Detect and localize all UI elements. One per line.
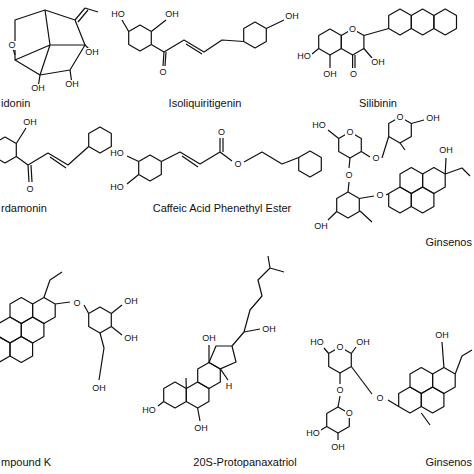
compound-name: Ginsenos <box>425 237 473 248</box>
atom-label: OH <box>22 118 38 127</box>
atom-label: O <box>217 128 226 137</box>
atom-label: OH <box>370 58 386 67</box>
atom-label: O <box>72 299 81 308</box>
atom-label: O <box>345 128 354 137</box>
atom-label: HO <box>311 121 327 130</box>
atom-label: OH <box>201 334 217 343</box>
atom-label: O <box>375 394 384 403</box>
atom-label: OH <box>123 297 139 306</box>
atom-label: OH <box>30 84 46 93</box>
compound-name: 20S-Protopanaxatriol <box>192 457 297 468</box>
atom-label: O <box>335 386 344 395</box>
atom-label: HO <box>296 52 312 61</box>
atom-label: OH <box>434 331 450 340</box>
atom-label: O <box>348 25 357 34</box>
atom-label: HO <box>110 10 126 19</box>
atom-label: O <box>158 68 167 77</box>
atom-label: O <box>375 191 384 200</box>
atom-label: OH <box>91 384 107 393</box>
atom-label: OH <box>261 325 277 334</box>
atom-label: HO <box>305 429 321 438</box>
atom-label: O <box>395 113 404 122</box>
atom-label: HO <box>109 149 125 158</box>
compound-name: Silibinin <box>358 98 398 109</box>
atom-label: OH <box>284 12 300 21</box>
compound-name: Isoliquiritigenin <box>168 98 243 109</box>
atom-label: OH <box>425 114 441 123</box>
atom-label: OH <box>313 222 329 231</box>
compound-name: Ginsenos <box>425 457 473 468</box>
atom-label: O <box>25 185 34 194</box>
atom-label: OH <box>193 424 209 433</box>
atom-label: O <box>349 70 358 79</box>
atom-label: O <box>371 154 380 163</box>
atom-label: H <box>225 382 234 391</box>
atom-label: OH <box>164 10 180 19</box>
atom-label: OH <box>330 443 346 452</box>
atom-label: HO <box>109 183 125 192</box>
atom-label: OH <box>123 334 139 343</box>
compound-name: Caffeic Acid Phenethyl Ester <box>152 203 293 214</box>
compound-name: idonin <box>0 98 31 109</box>
atom-label: OH <box>84 48 100 57</box>
compound-name: rdamonin <box>0 203 48 214</box>
atom-label: HO <box>141 406 157 415</box>
atom-label: O <box>233 160 242 169</box>
compound-name: mpound K <box>0 457 52 468</box>
atom-label: OH <box>438 146 454 155</box>
atom-label: OH <box>64 80 80 89</box>
atom-label: OH <box>355 338 371 347</box>
atom-label: HO <box>309 338 325 347</box>
atom-label: O <box>344 171 353 180</box>
atom-label: OH <box>322 70 338 79</box>
atom-label: O <box>345 409 354 418</box>
atom-label: O <box>7 41 16 50</box>
atom-label: O <box>335 343 344 352</box>
